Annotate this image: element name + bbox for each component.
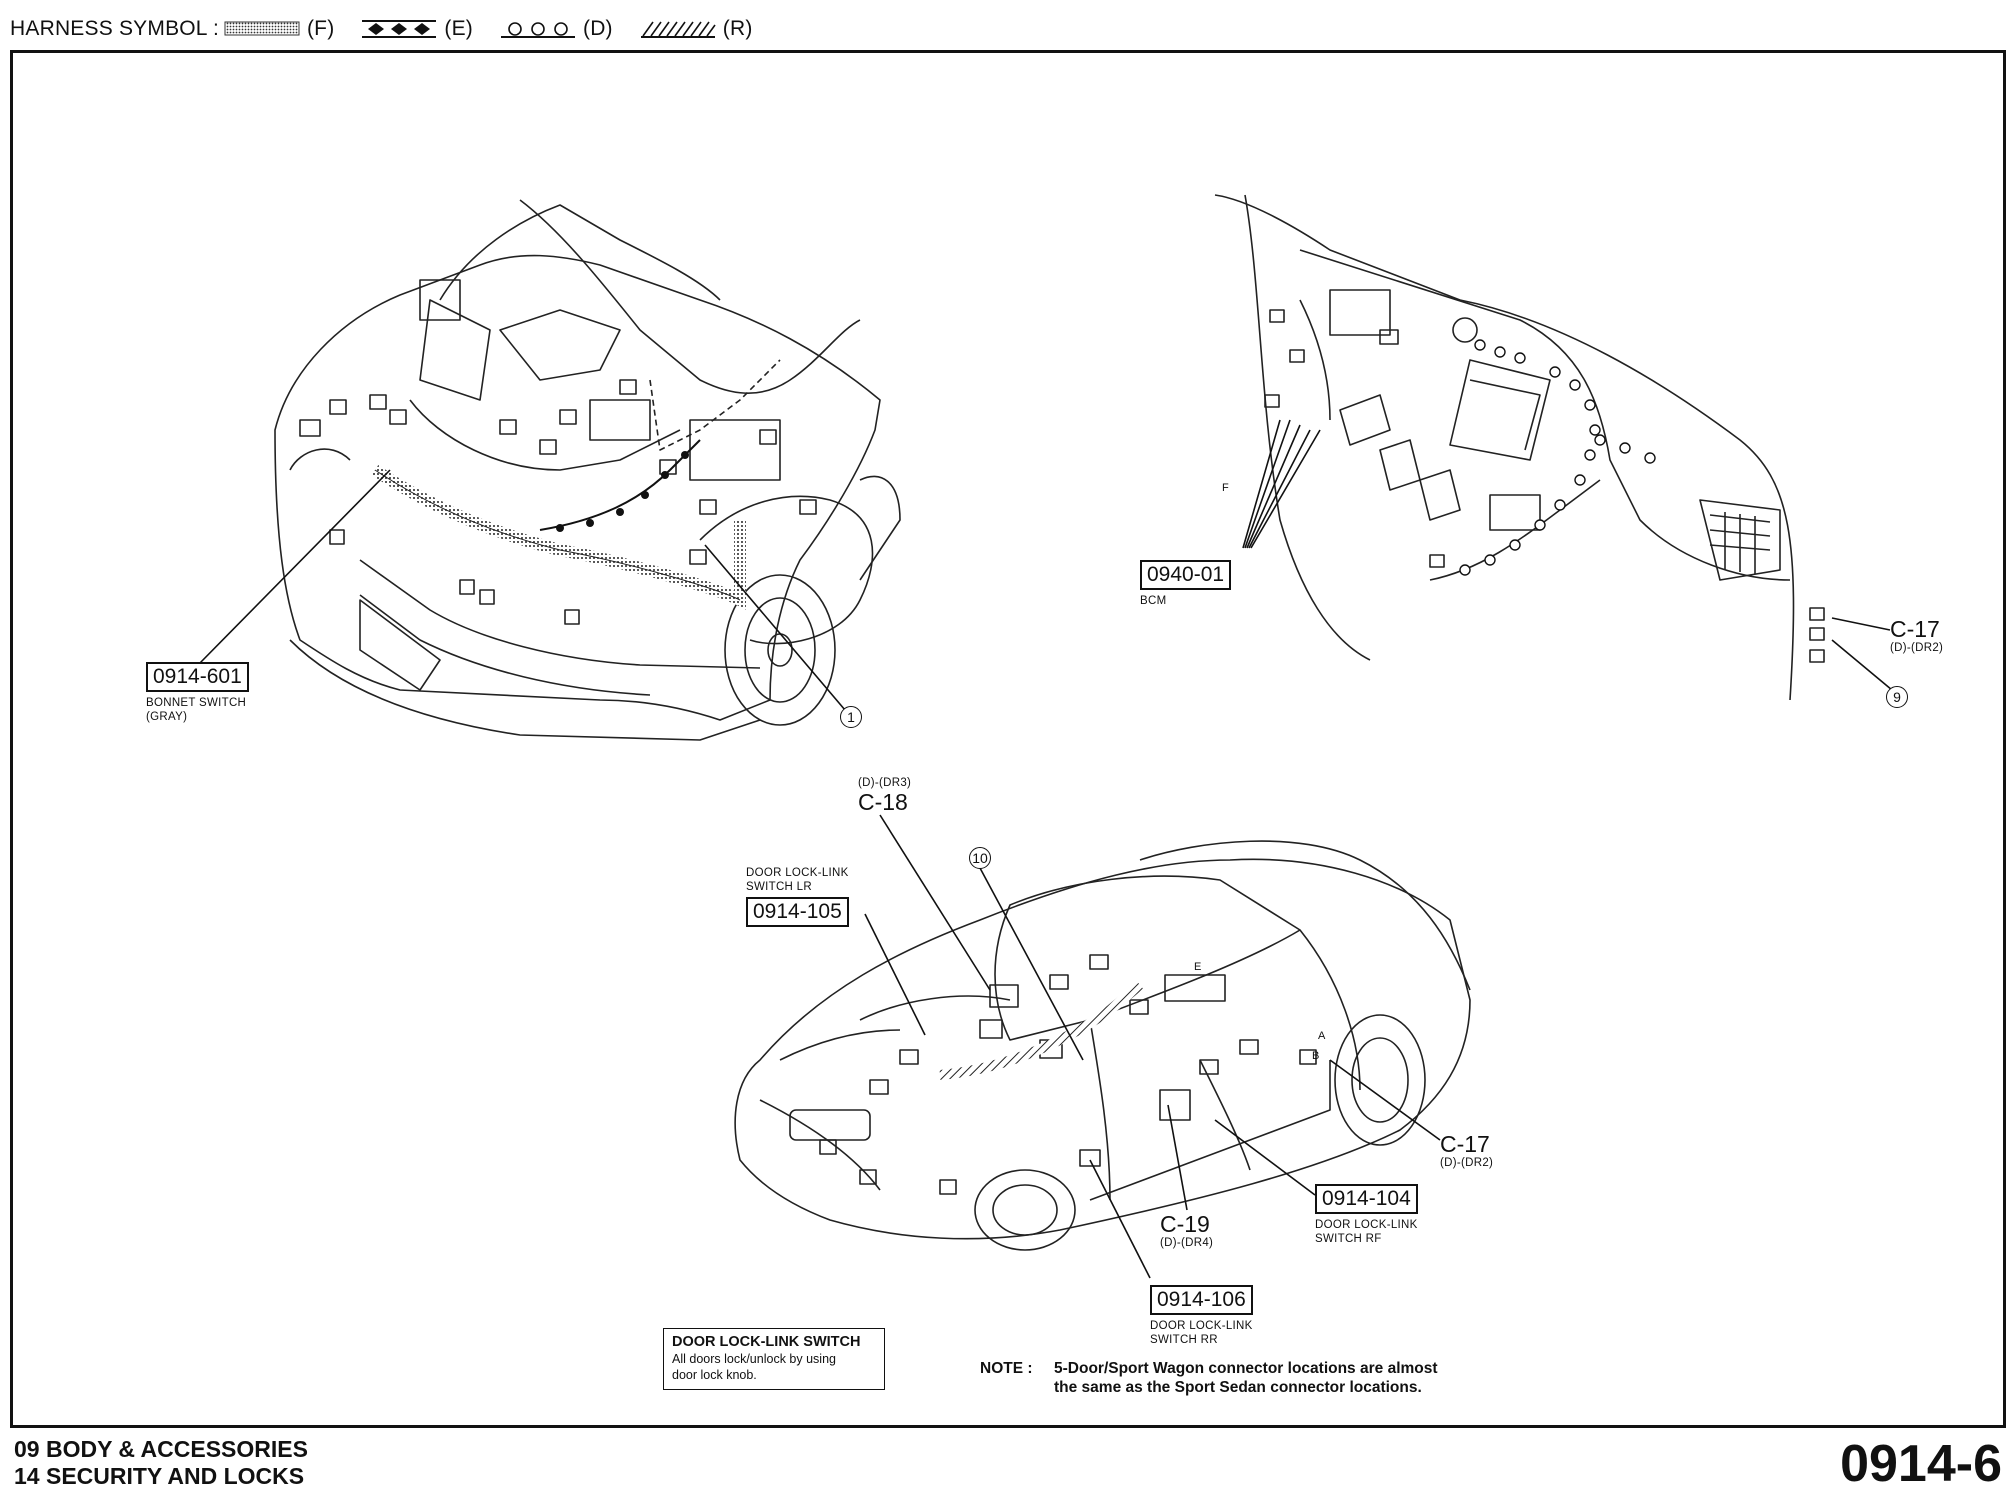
dashboard-harness-d bbox=[1459, 339, 1656, 576]
harness-r-symbol-icon bbox=[640, 21, 716, 38]
legend-code-e: (E) bbox=[444, 17, 473, 40]
harness-f-symbol-icon bbox=[224, 21, 300, 36]
connector-code-0940-01: 0940-01 bbox=[1140, 560, 1232, 590]
connector-c17-top: C-17 (D)-(DR2) bbox=[1890, 617, 1943, 655]
callout-0914-601-desc2: (GRAY) bbox=[146, 711, 188, 723]
connector-code-0914-601: 0914-601 bbox=[146, 662, 249, 692]
callout-0914-601-desc1: BONNET SWITCH bbox=[146, 697, 247, 709]
door-lock-link-info-box: DOOR LOCK-LINK SWITCH All doors lock/unl… bbox=[663, 1328, 885, 1390]
vehicle-leader-lines bbox=[864, 814, 1441, 1279]
tag-f: F bbox=[1222, 482, 1229, 494]
leader-marker-1 bbox=[704, 544, 846, 711]
legend-code-d: (D) bbox=[583, 17, 613, 40]
connector-code-0914-106: 0914-106 bbox=[1150, 1285, 1253, 1315]
leader-c17-top bbox=[1831, 617, 1891, 631]
page-number: 0914-6 bbox=[1840, 1435, 2002, 1493]
connector-c17-top-code: (D)-(DR2) bbox=[1890, 642, 1944, 654]
harness-e-symbol-icon bbox=[362, 20, 437, 38]
marker-9: 9 bbox=[1886, 686, 1908, 708]
marker-1: 1 bbox=[840, 706, 862, 728]
connector-code-0914-104: 0914-104 bbox=[1315, 1184, 1418, 1214]
leader-0914-601 bbox=[197, 469, 391, 666]
legend-code-r: (R) bbox=[722, 17, 753, 40]
vehicle-illustration bbox=[734, 840, 1471, 1251]
connector-c19-code: (D)-(DR4) bbox=[1160, 1237, 1214, 1249]
harness-d-symbol-icon bbox=[501, 22, 575, 38]
callout-0914-104-desc2: SWITCH RF bbox=[1315, 1233, 1382, 1245]
harness-symbol-legend: HARNESS SYMBOL : (F) (E) (D) (R) bbox=[10, 14, 775, 44]
connector-c19: C-19 (D)-(DR4) bbox=[1160, 1212, 1213, 1250]
diagram-frame bbox=[10, 50, 2006, 1428]
footer-section: 09 BODY & ACCESSORIES bbox=[14, 1436, 308, 1462]
footer-subsection: 14 SECURITY AND LOCKS bbox=[14, 1463, 305, 1489]
legend-code-f: (F) bbox=[306, 17, 335, 40]
tag-e: E bbox=[1194, 961, 1202, 973]
callout-0914-105-desc1: DOOR LOCK-LINK bbox=[746, 867, 849, 879]
info-box-body-line1: All doors lock/unlock by using bbox=[672, 1352, 836, 1366]
connector-c18: (D)-(DR3) C-18 bbox=[858, 776, 911, 814]
connector-c17-bottom: C-17 (D)-(DR2) bbox=[1440, 1132, 1493, 1170]
callout-0914-105: DOOR LOCK-LINK SWITCH LR 0914-105 bbox=[746, 866, 849, 927]
callout-0940-01: 0940-01 BCM bbox=[1140, 560, 1232, 608]
callout-0914-106-desc1: DOOR LOCK-LINK bbox=[1150, 1320, 1253, 1332]
connector-c19-name: C-19 bbox=[1160, 1211, 1210, 1237]
engine-compartment-illustration bbox=[274, 199, 901, 741]
connector-c17-bottom-name: C-17 bbox=[1440, 1131, 1490, 1157]
callout-0914-105-desc2: SWITCH LR bbox=[746, 881, 812, 893]
connector-c17-top-name: C-17 bbox=[1890, 616, 1940, 642]
dashboard-illustration bbox=[1214, 194, 1825, 701]
connector-code-0914-105: 0914-105 bbox=[746, 897, 849, 927]
connector-c18-code: (D)-(DR3) bbox=[858, 777, 912, 789]
note-line1: 5-Door/Sport Wagon connector locations a… bbox=[1054, 1360, 1438, 1377]
info-box-title: DOOR LOCK-LINK SWITCH bbox=[672, 1334, 861, 1350]
bcm-leader-lines bbox=[1242, 419, 1321, 549]
leader-marker-9 bbox=[1831, 639, 1893, 691]
callout-0914-104-desc1: DOOR LOCK-LINK bbox=[1315, 1219, 1418, 1231]
connector-c18-name: C-18 bbox=[858, 789, 908, 815]
connector-c17-bottom-code: (D)-(DR2) bbox=[1440, 1157, 1494, 1169]
tag-a: A bbox=[1318, 1030, 1326, 1042]
callout-0914-106: 0914-106 DOOR LOCK-LINK SWITCH RR bbox=[1150, 1285, 1253, 1347]
callout-0914-104: 0914-104 DOOR LOCK-LINK SWITCH RF bbox=[1315, 1184, 1418, 1246]
tag-b: B bbox=[1312, 1050, 1320, 1062]
note-line2: the same as the Sport Sedan connector lo… bbox=[1054, 1379, 1422, 1396]
callout-0914-601: 0914-601 BONNET SWITCH (GRAY) bbox=[146, 662, 249, 724]
vehicle-harness-r bbox=[939, 981, 1144, 1080]
callout-0940-01-desc1: BCM bbox=[1140, 595, 1167, 607]
info-box-body-line2: door lock knob. bbox=[672, 1368, 757, 1382]
marker-10: 10 bbox=[969, 847, 991, 869]
legend-label: HARNESS SYMBOL : bbox=[10, 17, 219, 40]
note-label: NOTE : bbox=[980, 1360, 1033, 1377]
engine-harness-e bbox=[539, 439, 701, 532]
callout-0914-106-desc2: SWITCH RR bbox=[1150, 1334, 1218, 1346]
